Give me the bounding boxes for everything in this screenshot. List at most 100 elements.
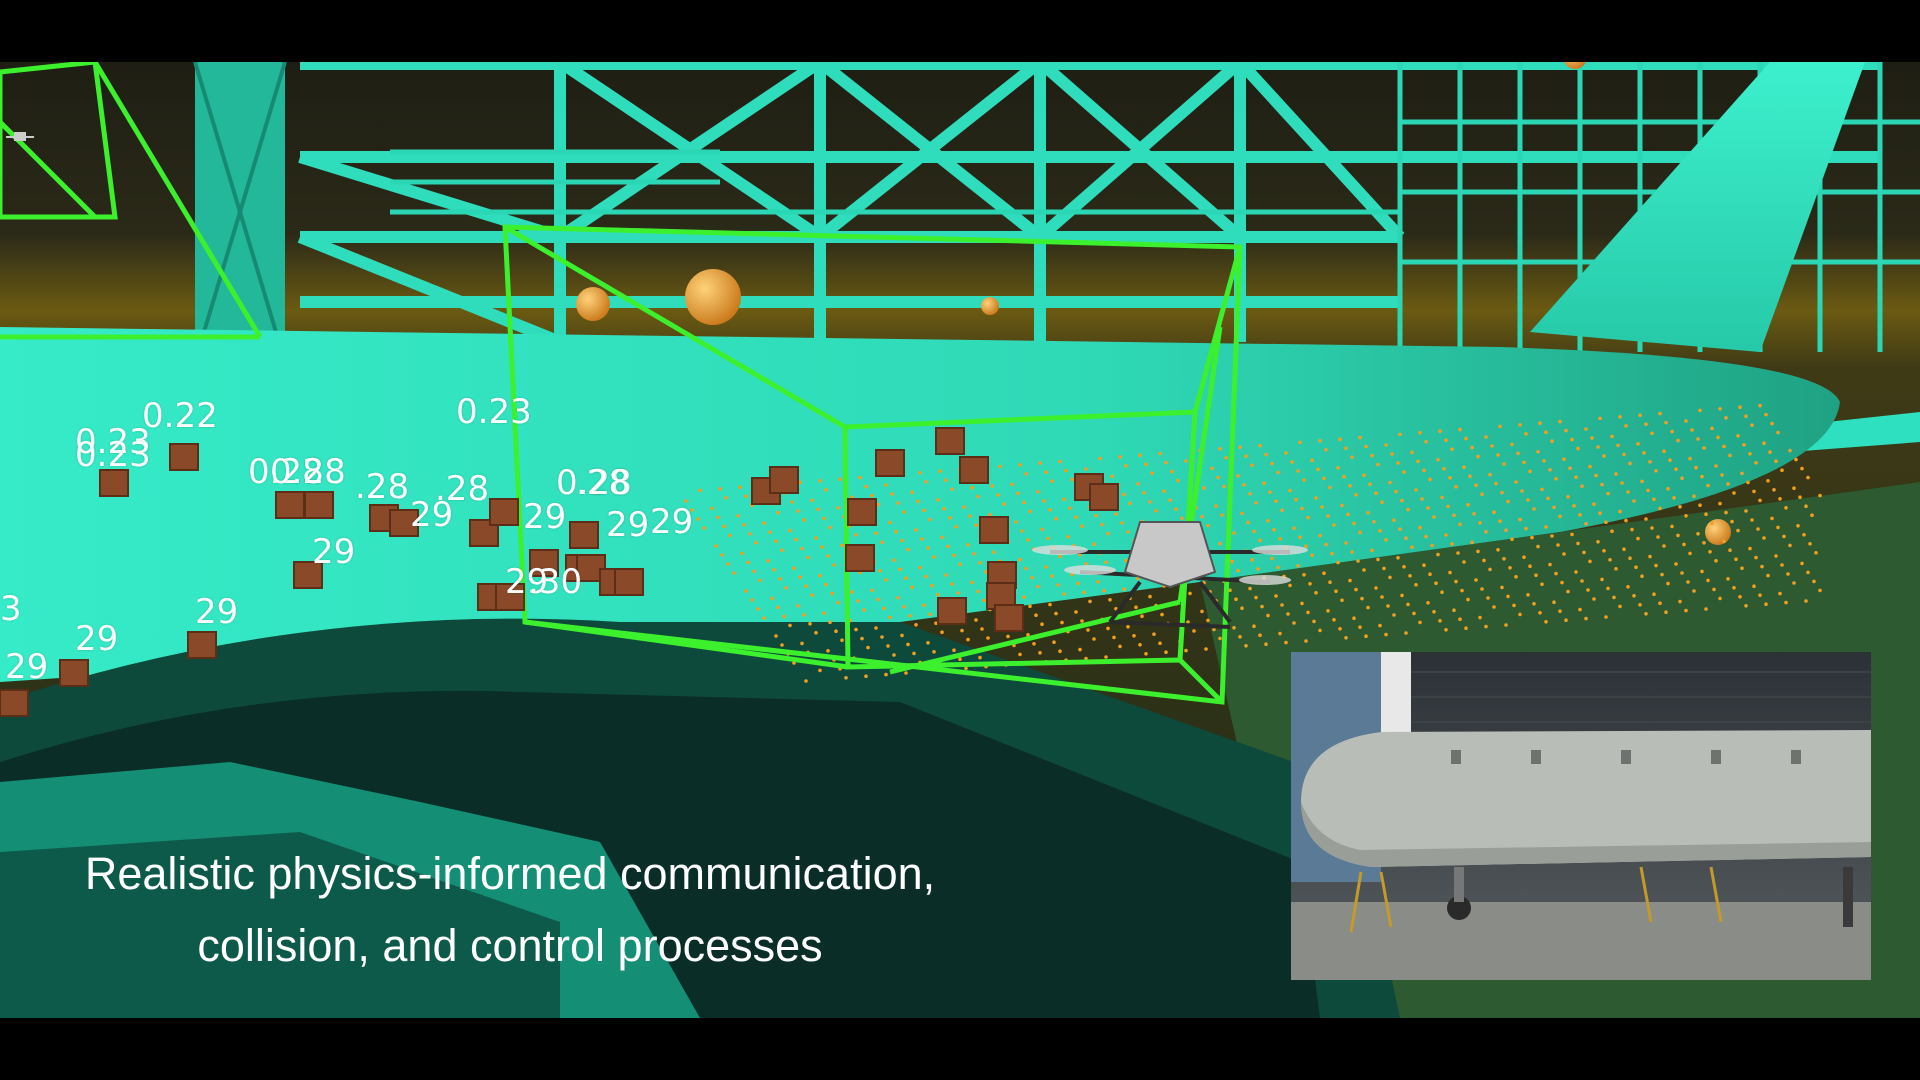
point-cloud-dot (1396, 461, 1400, 465)
point-cloud-dot (1320, 505, 1324, 509)
point-cloud-dot (1250, 463, 1254, 468)
point-cloud-dot (1098, 456, 1102, 461)
point-cloud-dot (914, 623, 918, 627)
point-cloud-dot (1734, 557, 1738, 561)
value-label: 29 (5, 647, 49, 687)
point-cloud-dot (1452, 513, 1456, 518)
point-cloud-dot (1664, 420, 1668, 425)
point-cloud-dot (944, 478, 948, 483)
point-cloud-dot (1700, 569, 1704, 574)
point-cloud-dot (910, 585, 914, 589)
point-cloud-dot (1498, 424, 1502, 429)
point-cloud-dot (1558, 609, 1562, 613)
point-cloud-dot (1548, 562, 1552, 567)
point-cloud-dot (1528, 564, 1532, 568)
point-cloud-dot (1250, 558, 1254, 562)
point-cloud-dot (1768, 450, 1772, 455)
point-cloud-dot (1292, 621, 1296, 625)
point-cloud-dot (962, 505, 966, 510)
point-cloud-dot (1774, 459, 1778, 464)
point-cloud-dot (1246, 520, 1250, 525)
point-cloud-dot (1752, 489, 1756, 494)
point-cloud-dot (1346, 512, 1350, 517)
point-cloud-dot (856, 599, 860, 603)
point-cloud-dot (818, 573, 822, 578)
point-cloud-dot (822, 611, 826, 615)
point-cloud-dot (1502, 557, 1506, 561)
value-label: 29 (195, 592, 239, 632)
point-cloud-dot (1774, 554, 1778, 558)
point-cloud-dot (1366, 511, 1370, 515)
point-cloud-dot (782, 614, 786, 619)
point-cloud-dot (792, 566, 796, 570)
point-cloud-dot (860, 636, 864, 641)
point-cloud-dot (1414, 583, 1418, 587)
point-cloud-dot (1478, 521, 1482, 525)
point-cloud-dot (1618, 415, 1622, 419)
point-cloud-dot (902, 510, 906, 514)
point-cloud-dot (1336, 560, 1340, 565)
point-cloud-dot (1496, 453, 1500, 457)
point-cloud-dot (1450, 447, 1454, 452)
point-cloud-dot (1454, 579, 1458, 584)
point-cloud-dot (1398, 432, 1402, 437)
point-cloud-dot (1814, 551, 1818, 555)
point-cloud-dot (1804, 599, 1808, 603)
point-cloud-dot (1296, 469, 1300, 473)
point-cloud-dot (1794, 457, 1798, 462)
point-cloud-dot (1392, 613, 1396, 617)
point-cloud-dot (1788, 448, 1792, 453)
point-cloud-dot (1010, 482, 1014, 487)
point-cloud-dot (1454, 485, 1458, 489)
point-cloud-dot (836, 600, 840, 605)
point-cloud-dot (898, 567, 902, 571)
point-cloud-dot (1112, 635, 1116, 640)
point-cloud-dot (1406, 507, 1410, 512)
point-cloud-dot (1332, 523, 1336, 527)
point-cloud-dot (1666, 581, 1670, 586)
point-cloud-dot (1506, 594, 1510, 599)
point-cloud-dot (1440, 590, 1444, 594)
point-cloud-dot (1684, 514, 1688, 518)
point-cloud-dot (944, 573, 948, 577)
point-cloud-dot (1474, 483, 1478, 488)
point-cloud-dot (1028, 604, 1032, 608)
point-cloud-dot (716, 515, 720, 520)
point-cloud-dot (1574, 570, 1578, 574)
point-cloud-dot (1658, 411, 1662, 416)
point-cloud-dot (794, 537, 798, 542)
point-cloud-dot (950, 487, 954, 492)
point-cloud-dot (1588, 559, 1592, 564)
point-cloud-dot (1228, 588, 1232, 592)
point-cloud-dot (1806, 475, 1810, 480)
point-cloud-dot (1770, 421, 1774, 426)
point-cloud-dot (1318, 533, 1322, 538)
point-cloud-dot (1718, 596, 1722, 601)
point-cloud-dot (970, 580, 974, 585)
value-label: 29 (606, 505, 650, 545)
point-cloud-dot (1254, 595, 1258, 600)
point-cloud-dot (1716, 435, 1720, 440)
point-cloud-dot (1504, 623, 1508, 627)
point-cloud-dot (766, 559, 770, 563)
point-cloud-dot (1620, 481, 1624, 485)
point-cloud-dot (1584, 616, 1588, 621)
point-cloud-dot (926, 546, 930, 550)
point-cloud-dot (1354, 493, 1358, 497)
point-cloud-dot (1448, 476, 1452, 480)
obstacle-cube (59, 659, 89, 687)
point-cloud-dot (1016, 491, 1020, 496)
point-cloud-dot (1276, 565, 1280, 570)
point-cloud-dot (1788, 543, 1792, 548)
obstacle-cube (875, 449, 905, 477)
point-cloud-dot (1054, 611, 1058, 616)
point-cloud-dot (1236, 474, 1240, 478)
point-cloud-dot (990, 484, 994, 488)
point-cloud-dot (1750, 518, 1754, 522)
point-cloud-dot (1748, 452, 1752, 456)
point-cloud-dot (1710, 426, 1714, 431)
point-cloud-dot (1418, 620, 1422, 625)
point-cloud-dot (1258, 633, 1262, 637)
point-cloud-dot (1164, 460, 1168, 465)
